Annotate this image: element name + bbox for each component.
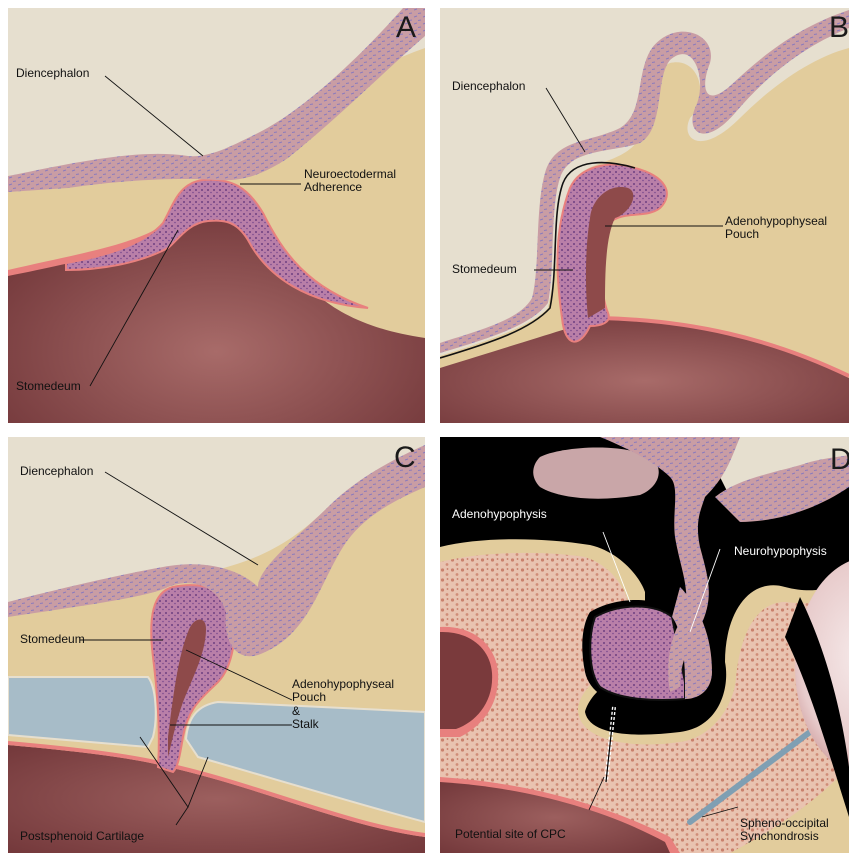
label-spheno-occipital-line2: Synchondrosis <box>740 830 819 843</box>
panel-a-letter: A <box>396 13 416 43</box>
panel-a: A Diencephalon Neuroectodermal Adherence… <box>8 8 425 423</box>
panel-b: B Diencephalon Adenohypophyseal Pouch St… <box>440 8 849 423</box>
label-neurohypophysis: Neurohypophysis <box>734 545 827 558</box>
label-diencephalon-c: Diencephalon <box>20 465 93 478</box>
label-potential-site-cpc: Potential site of CPC <box>455 828 566 841</box>
label-adenohypophyseal-pouch-stalk-line2: Pouch <box>292 691 326 704</box>
panel-d-letter: D <box>830 445 849 475</box>
label-neuroectodermal-adherence-line2: Adherence <box>304 181 362 194</box>
label-adenohypophysis: Adenohypophysis <box>452 508 547 521</box>
label-postsphenoid-cartilage: Postsphenoid Cartilage <box>20 830 144 843</box>
label-adenohypophyseal-pouch-b-line2: Pouch <box>725 228 759 241</box>
label-stomedeum-a: Stomedeum <box>16 380 81 393</box>
panel-c-postsphenoid-cartilage-left <box>8 677 156 747</box>
panel-c: C Diencephalon Stomedeum Adenohypophysea… <box>8 437 425 853</box>
label-stomedeum-b: Stomedeum <box>452 263 517 276</box>
panel-d-illustration <box>440 437 849 853</box>
panel-c-letter: C <box>394 443 416 473</box>
panel-d: D Adenohypophysis Neurohypophysis Potent… <box>440 437 849 853</box>
label-stomedeum-c: Stomedeum <box>20 633 85 646</box>
panel-b-letter: B <box>829 13 849 43</box>
label-adenohypophyseal-pouch-stalk-line4: Stalk <box>292 718 319 731</box>
label-diencephalon-a: Diencephalon <box>16 67 89 80</box>
label-diencephalon-b: Diencephalon <box>452 80 525 93</box>
